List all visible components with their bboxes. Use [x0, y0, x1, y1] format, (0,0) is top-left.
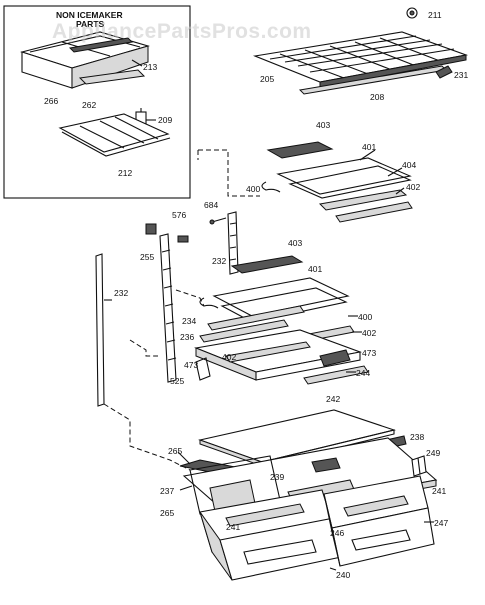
label-473-left: 473 — [184, 360, 198, 370]
screw-684-drawing — [209, 217, 227, 225]
label-266: 266 — [44, 96, 58, 106]
part-249-drawing — [411, 455, 427, 477]
label-209: 209 — [158, 115, 172, 125]
label-400-upper: 400 — [246, 184, 260, 194]
box-title-line1: NON ICEMAKER — [56, 10, 123, 20]
label-402-middle: 402 — [362, 328, 376, 338]
guide-line — [175, 289, 205, 307]
label-262: 262 — [82, 100, 96, 110]
label-236: 236 — [180, 332, 194, 342]
guide-line — [129, 339, 158, 357]
part-231-drawing — [435, 65, 453, 79]
label-212: 212 — [118, 168, 132, 178]
label-213: 213 — [143, 62, 157, 72]
label-244: 244 — [356, 368, 370, 378]
label-403-middle: 403 — [288, 238, 302, 248]
label-400-middle: 400 — [358, 312, 372, 322]
label-404: 404 — [402, 160, 416, 170]
center-rail-232-drawing — [227, 211, 239, 275]
part-211-drawing — [406, 7, 418, 19]
label-205: 205 — [260, 74, 274, 84]
label-473-right: 473 — [362, 348, 376, 358]
watermark: AppliancePartsPros.com — [52, 20, 312, 43]
box-title-line2: PARTS — [76, 19, 105, 29]
label-232-left: 232 — [114, 288, 128, 298]
label-242: 242 — [326, 394, 340, 404]
label-241-left: 241 — [226, 522, 240, 532]
crisper-drawer-left-drawing — [199, 489, 347, 581]
label-684: 684 — [204, 200, 218, 210]
wire-shelf-205-drawing — [252, 31, 469, 89]
bracket-212-drawing — [58, 113, 171, 157]
label-231: 231 — [454, 70, 468, 80]
left-rail-232-drawing — [95, 253, 105, 407]
label-237: 237 — [160, 486, 174, 496]
label-208: 208 — [370, 92, 384, 102]
label-403-upper: 403 — [316, 120, 330, 130]
left-ladder-rail-drawing — [145, 223, 189, 383]
label-576: 576 — [172, 210, 186, 220]
non-icemaker-parts-box: NON ICEMAKER PARTS 213 — [3, 5, 191, 199]
label-249: 249 — [426, 448, 440, 458]
label-211: 211 — [428, 10, 442, 20]
label-265-top: 265 — [168, 446, 182, 456]
label-234: 234 — [182, 316, 196, 326]
label-401-upper: 401 — [362, 142, 376, 152]
guide-line — [198, 149, 260, 197]
label-525: 525 — [170, 376, 184, 386]
label-402-upper: 402 — [406, 182, 420, 192]
lower-shelf-frame-drawing — [193, 329, 369, 385]
tray-262-drawing — [78, 69, 146, 85]
box-border — [3, 5, 191, 199]
label-232-center: 232 — [212, 256, 226, 266]
label-241-right: 241 — [432, 486, 446, 496]
crisper-drawer-right-drawing — [323, 475, 435, 567]
label-265-bottom: 265 — [160, 508, 174, 518]
label-402-lower: 402 — [222, 352, 236, 362]
middle-glass-shelf-drawing — [199, 255, 355, 347]
label-246: 246 — [330, 528, 344, 538]
upper-glass-shelf-drawing — [261, 141, 413, 223]
label-401-middle: 401 — [308, 264, 322, 274]
rail-213-drawing — [68, 37, 134, 53]
label-240: 240 — [336, 570, 350, 580]
label-239: 239 — [270, 472, 284, 482]
label-255: 255 — [140, 252, 154, 262]
label-238: 238 — [410, 432, 424, 442]
guide-line — [103, 403, 191, 471]
label-247: 247 — [434, 518, 448, 528]
